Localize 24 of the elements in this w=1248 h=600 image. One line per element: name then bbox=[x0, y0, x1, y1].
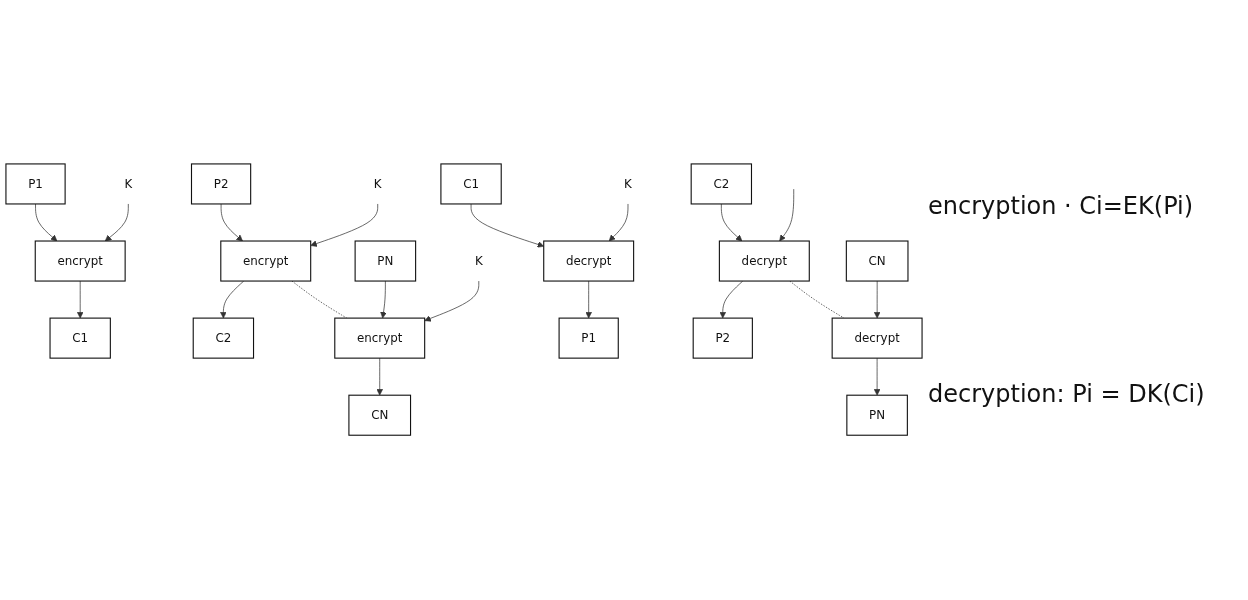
node-box: P1 bbox=[558, 317, 619, 360]
node-box: C1 bbox=[49, 317, 111, 360]
node-box: P2 bbox=[190, 163, 252, 205]
node-box: P1 bbox=[5, 163, 66, 205]
node-box: decrypt bbox=[718, 240, 810, 283]
node-box: encrypt bbox=[34, 240, 126, 283]
node-text: K bbox=[373, 176, 382, 192]
node-text: K bbox=[624, 176, 632, 192]
node-box: P2 bbox=[692, 317, 753, 360]
node-box: PN bbox=[354, 240, 417, 283]
node-text: K bbox=[124, 176, 133, 192]
node-box: decrypt bbox=[831, 317, 923, 360]
node-box: C2 bbox=[690, 163, 753, 205]
node-box: CN bbox=[845, 240, 909, 283]
node-box: encrypt bbox=[334, 317, 426, 360]
node-box: CN bbox=[348, 395, 412, 437]
node-box: C2 bbox=[192, 317, 255, 360]
formula-note: encryption · Ci=EK(Pi) bbox=[928, 192, 1195, 220]
formula-note: decryption: Pi = DK(Ci) bbox=[928, 380, 1206, 408]
node-text: K bbox=[474, 254, 483, 269]
node-box: encrypt bbox=[220, 240, 312, 283]
node-box: C1 bbox=[440, 163, 502, 205]
node-box: decrypt bbox=[543, 240, 635, 283]
node-box: PN bbox=[846, 395, 908, 437]
